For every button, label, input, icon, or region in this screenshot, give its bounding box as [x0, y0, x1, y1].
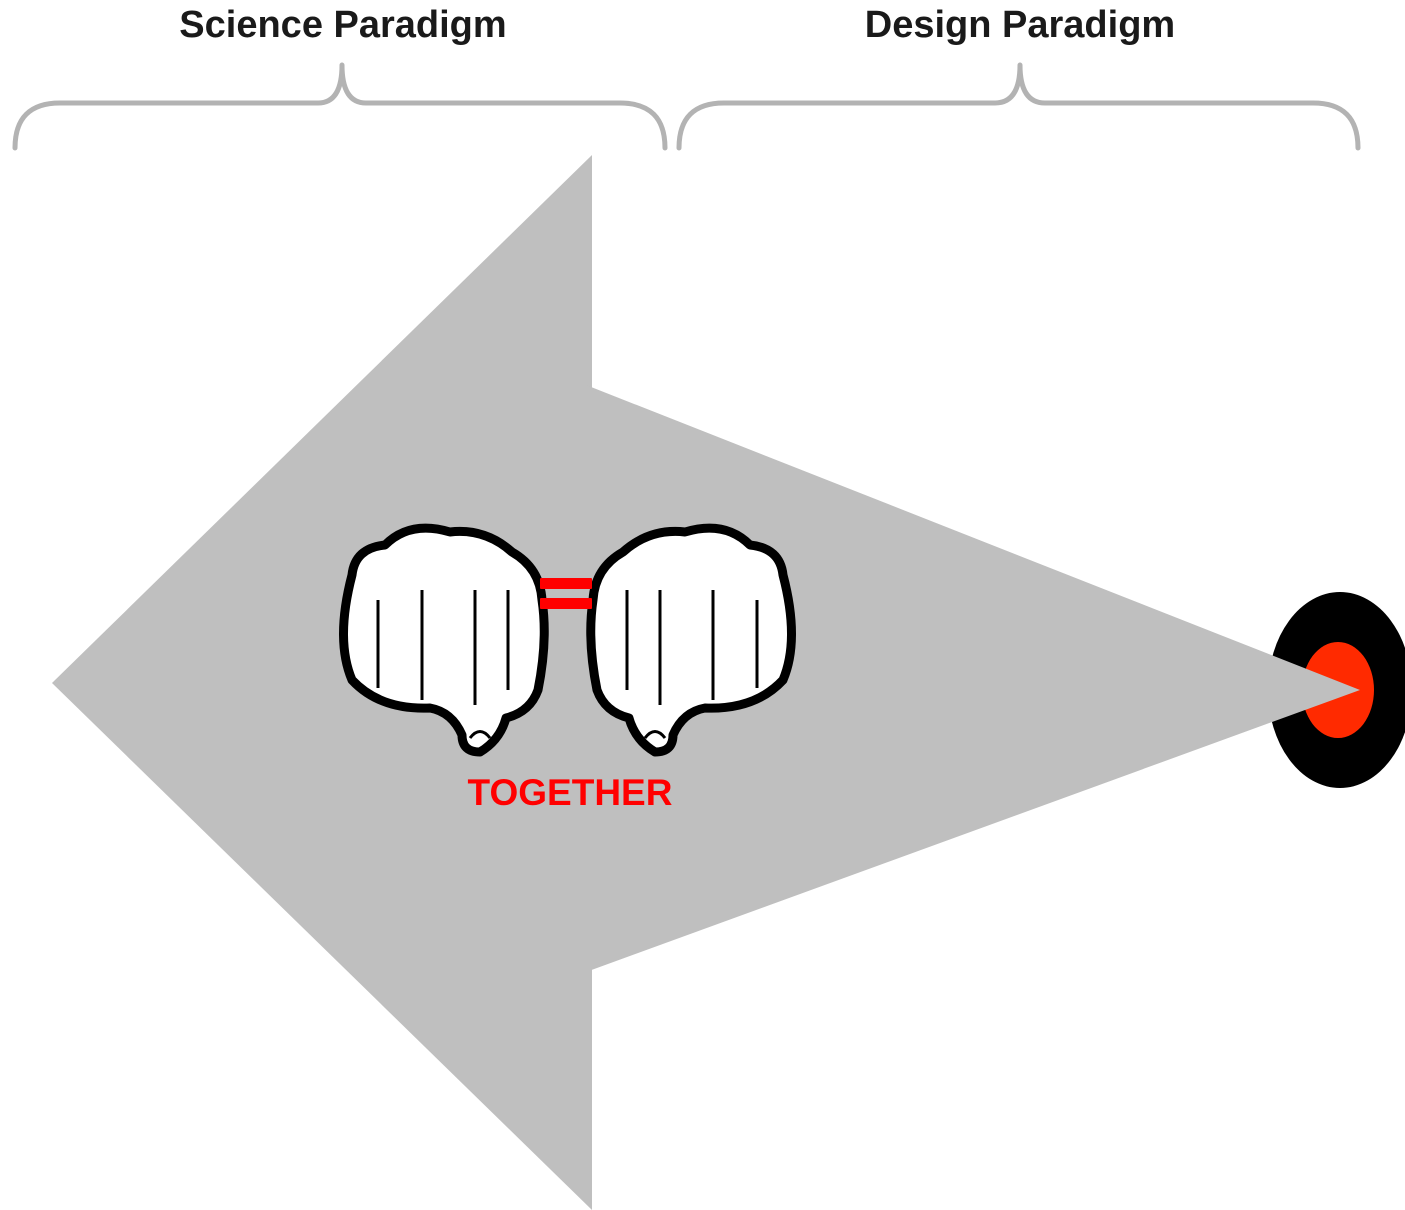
science-paradigm-brace [12, 62, 668, 151]
science-arrow [52, 155, 592, 1210]
fist-icon [339, 523, 549, 757]
fist-icon [586, 523, 796, 757]
design-paradigm-brace [676, 62, 1361, 151]
design-paradigm-label: Design Paradigm [864, 4, 1176, 46]
science-paradigm-label: Science Paradigm [179, 4, 507, 46]
equals-sign [540, 578, 592, 618]
design-arrow [586, 385, 1360, 972]
together-label: TOGETHER [467, 772, 673, 813]
